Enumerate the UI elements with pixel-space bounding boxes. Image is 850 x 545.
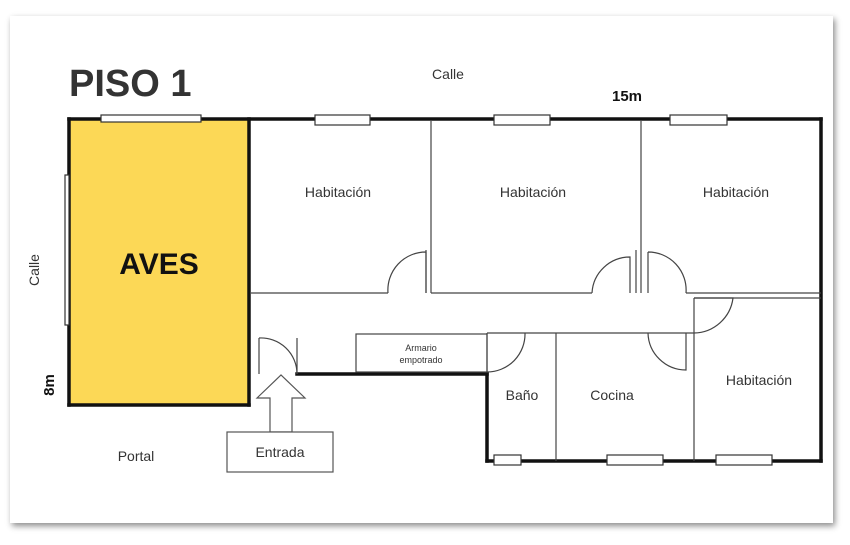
- room-label-habitacion-4: Habitación: [726, 372, 792, 388]
- aves-highlight-area[interactable]: [68, 118, 250, 406]
- dimension-height: 8m: [41, 374, 58, 396]
- room-label-habitacion-1: Habitación: [305, 184, 371, 200]
- window-room3: [669, 114, 728, 126]
- window-kitchen: [606, 454, 664, 466]
- armario-box[interactable]: [355, 333, 488, 373]
- door-bath[interactable]: [486, 332, 526, 373]
- street-label-top: Calle: [432, 66, 464, 82]
- room-label-armario-2: empotrado: [399, 355, 442, 365]
- partitions: [251, 121, 821, 461]
- entrance-arrow-icon: [255, 374, 307, 433]
- window-bath: [493, 454, 522, 466]
- window-room1: [314, 114, 371, 126]
- window-aves-left: [64, 174, 70, 326]
- door-room2[interactable]: [591, 256, 631, 294]
- door-room3[interactable]: [647, 251, 687, 294]
- entrance-box[interactable]: [226, 431, 334, 473]
- doors: [258, 251, 734, 375]
- door-room4[interactable]: [693, 297, 734, 334]
- door-entrance[interactable]: [258, 337, 298, 375]
- street-label-left: Calle: [26, 254, 42, 286]
- window-room4: [715, 454, 773, 466]
- windows: [64, 114, 773, 466]
- room-label-bano: Baño: [506, 387, 539, 403]
- portal-label: Portal: [118, 448, 155, 464]
- page-title: PISO 1: [69, 63, 192, 105]
- window-aves: [100, 114, 202, 123]
- window-room2: [493, 114, 551, 126]
- door-room1[interactable]: [387, 251, 427, 294]
- aves-label: AVES: [119, 248, 198, 281]
- room-label-cocina: Cocina: [590, 387, 634, 403]
- room-label-habitacion-2: Habitación: [500, 184, 566, 200]
- room-label-habitacion-3: Habitación: [703, 184, 769, 200]
- entrance-label: Entrada: [255, 444, 304, 460]
- room-label-armario-1: Armario: [405, 343, 437, 353]
- dimension-width: 15m: [612, 88, 642, 105]
- door-corridor[interactable]: [647, 332, 687, 371]
